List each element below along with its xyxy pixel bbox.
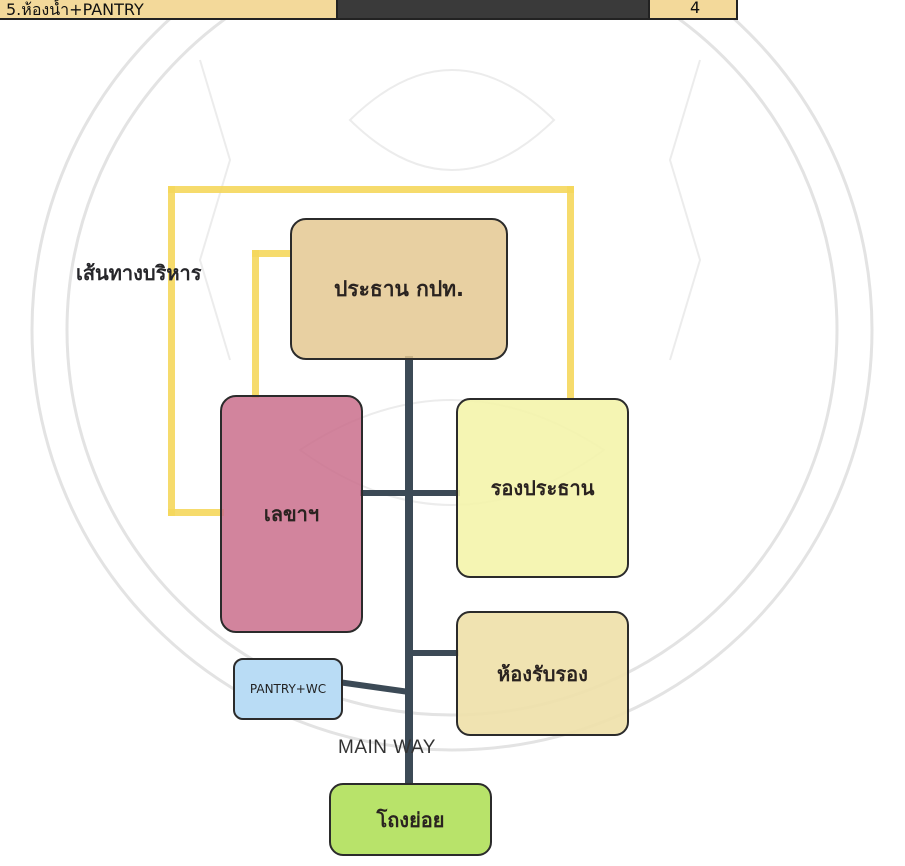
service-path-label: เส้นทางบริหาร [76, 261, 202, 285]
connector-pantry [337, 679, 410, 695]
room-secretary-label: เลขาฯ [263, 502, 320, 526]
room-sub-corridor: โถงย่อย [329, 783, 492, 856]
table-cell-number: 4 [648, 0, 738, 20]
connector-reception [409, 650, 459, 656]
room-president: ประธาน กปท. [290, 218, 508, 360]
table-cell-label: 5.ห้องน้ำ+PANTRY [0, 0, 338, 20]
room-secretary: เลขาฯ [220, 395, 363, 633]
main-way-label: MAIN WAY [338, 737, 436, 758]
top-table-strip: 5.ห้องน้ำ+PANTRY 4 [0, 0, 905, 20]
room-reception-label: ห้องรับรอง [497, 661, 588, 686]
table-number: 4 [690, 0, 701, 17]
room-vice-president: รองประธาน [456, 398, 629, 578]
service-path-outer-top [168, 186, 574, 193]
service-path-inner-left [252, 250, 259, 398]
service-path-outer-right [567, 186, 574, 400]
room-pantry-wc: PANTRY+WC [233, 658, 343, 720]
room-reception: ห้องรับรอง [456, 611, 629, 736]
table-cell-image [338, 0, 648, 20]
room-sub-corridor-label: โถงย่อย [376, 807, 445, 832]
service-path-outer-left [168, 186, 175, 516]
service-path-outer-bottom [168, 509, 224, 516]
room-president-label: ประธาน กปท. [333, 276, 465, 301]
service-path-inner-top [252, 250, 292, 257]
table-label: 5.ห้องน้ำ+PANTRY [6, 0, 144, 19]
main-way-spine [405, 356, 413, 786]
connector-secretary-vice [360, 490, 460, 496]
room-vice-president-label: รองประธาน [490, 476, 595, 500]
room-pantry-wc-label: PANTRY+WC [249, 682, 327, 696]
